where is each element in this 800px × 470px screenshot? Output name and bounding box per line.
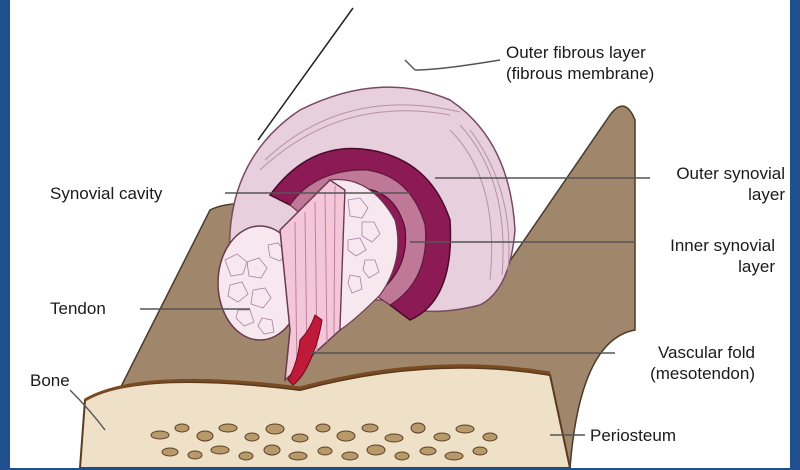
label-outer-synovial-line2: layer [650,184,785,205]
label-outer-fibrous-line2: (fibrous membrane) [506,63,654,84]
label-bone: Bone [30,370,70,391]
tendon-sheath-illustration [10,0,790,468]
label-outer-synovial-line1: Outer synovial [650,163,785,184]
label-periosteum: Periosteum [590,425,676,446]
label-inner-synovial: Inner synovial layer [635,235,775,277]
label-outer-synovial: Outer synovial layer [650,163,785,205]
label-vascular-fold-line1: Vascular fold [610,342,755,363]
leader-outer-fibrous [415,60,500,70]
diagram-frame: Outer fibrous layer (fibrous membrane) S… [10,0,790,468]
label-tendon: Tendon [50,298,106,319]
label-inner-synovial-line1: Inner synovial [635,235,775,256]
label-vascular-fold-line2: (mesotendon) [610,363,755,384]
label-inner-synovial-line2: layer [635,256,775,277]
label-outer-fibrous-line1: Outer fibrous layer [506,42,654,63]
label-vascular-fold: Vascular fold (mesotendon) [610,342,755,384]
label-outer-fibrous: Outer fibrous layer (fibrous membrane) [506,42,654,84]
label-synovial-cavity: Synovial cavity [50,183,162,204]
